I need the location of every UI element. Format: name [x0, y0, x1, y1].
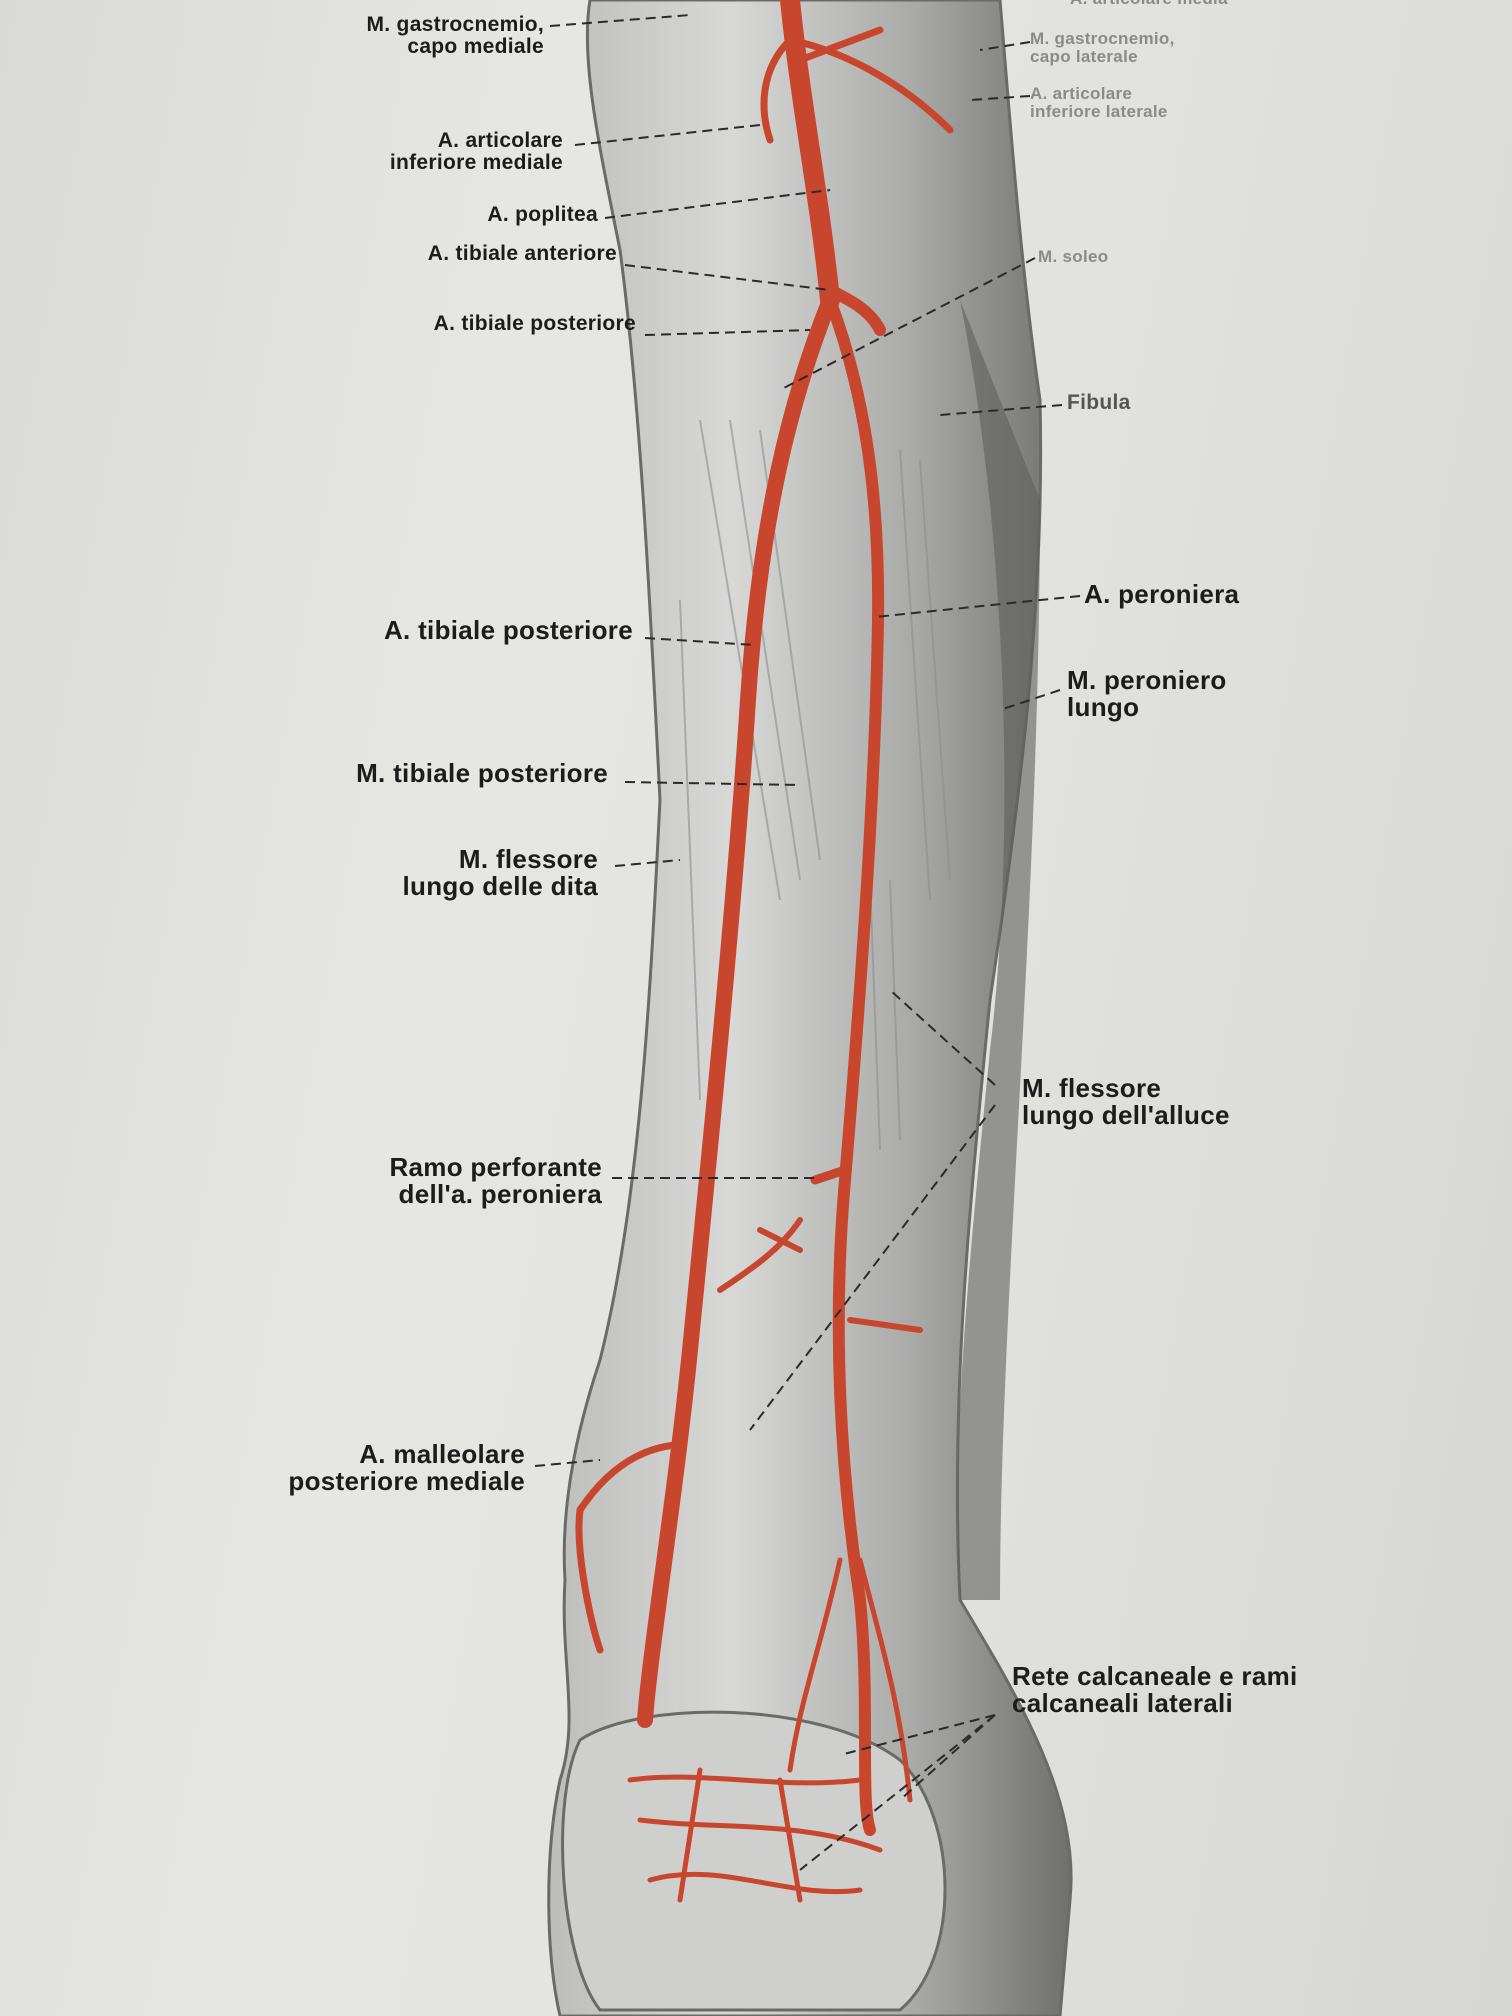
fibular-branches	[717, 1217, 923, 1333]
label-articolare-media: A. articolare media	[1070, 0, 1228, 8]
label-tibiale-posteriore-top: A. tibiale posteriore	[433, 312, 636, 335]
fibula-shadow	[957, 300, 1040, 1600]
peroneal-artery	[824, 294, 885, 1836]
label-poplitea: A. poplitea	[487, 203, 598, 226]
posterior-tibial-artery	[637, 292, 838, 1728]
calcaneal-network	[627, 1557, 913, 1903]
label-gastrocnemio-mediale: M. gastrocnemio,capo mediale	[366, 13, 544, 58]
anterior-tibial-artery	[824, 284, 886, 336]
label-peroniera: A. peroniera	[1084, 579, 1240, 609]
label-tibiale-posteriore-artery: A. tibiale posteriore	[383, 615, 633, 645]
label-tibiale-anteriore: A. tibiale anteriore	[427, 242, 617, 265]
perforating-branch	[810, 1165, 850, 1185]
label-fibula: Fibula	[1067, 391, 1131, 414]
malleolar-branch	[575, 1441, 679, 1654]
geniculate-branches	[760, 26, 954, 144]
label-soleo: M. soleo	[1038, 247, 1109, 266]
leader-lines	[534, 14, 1081, 1871]
label-gastrocnemio-laterale: M. gastrocnemio,capo laterale	[1030, 29, 1175, 66]
leg-outline	[547, 0, 1073, 2016]
arteries	[575, 0, 954, 1903]
label-m-tibiale-posteriore: M. tibiale posteriore	[356, 758, 608, 788]
muscle-fibers	[679, 419, 951, 1151]
calcaneus	[561, 1710, 947, 2012]
